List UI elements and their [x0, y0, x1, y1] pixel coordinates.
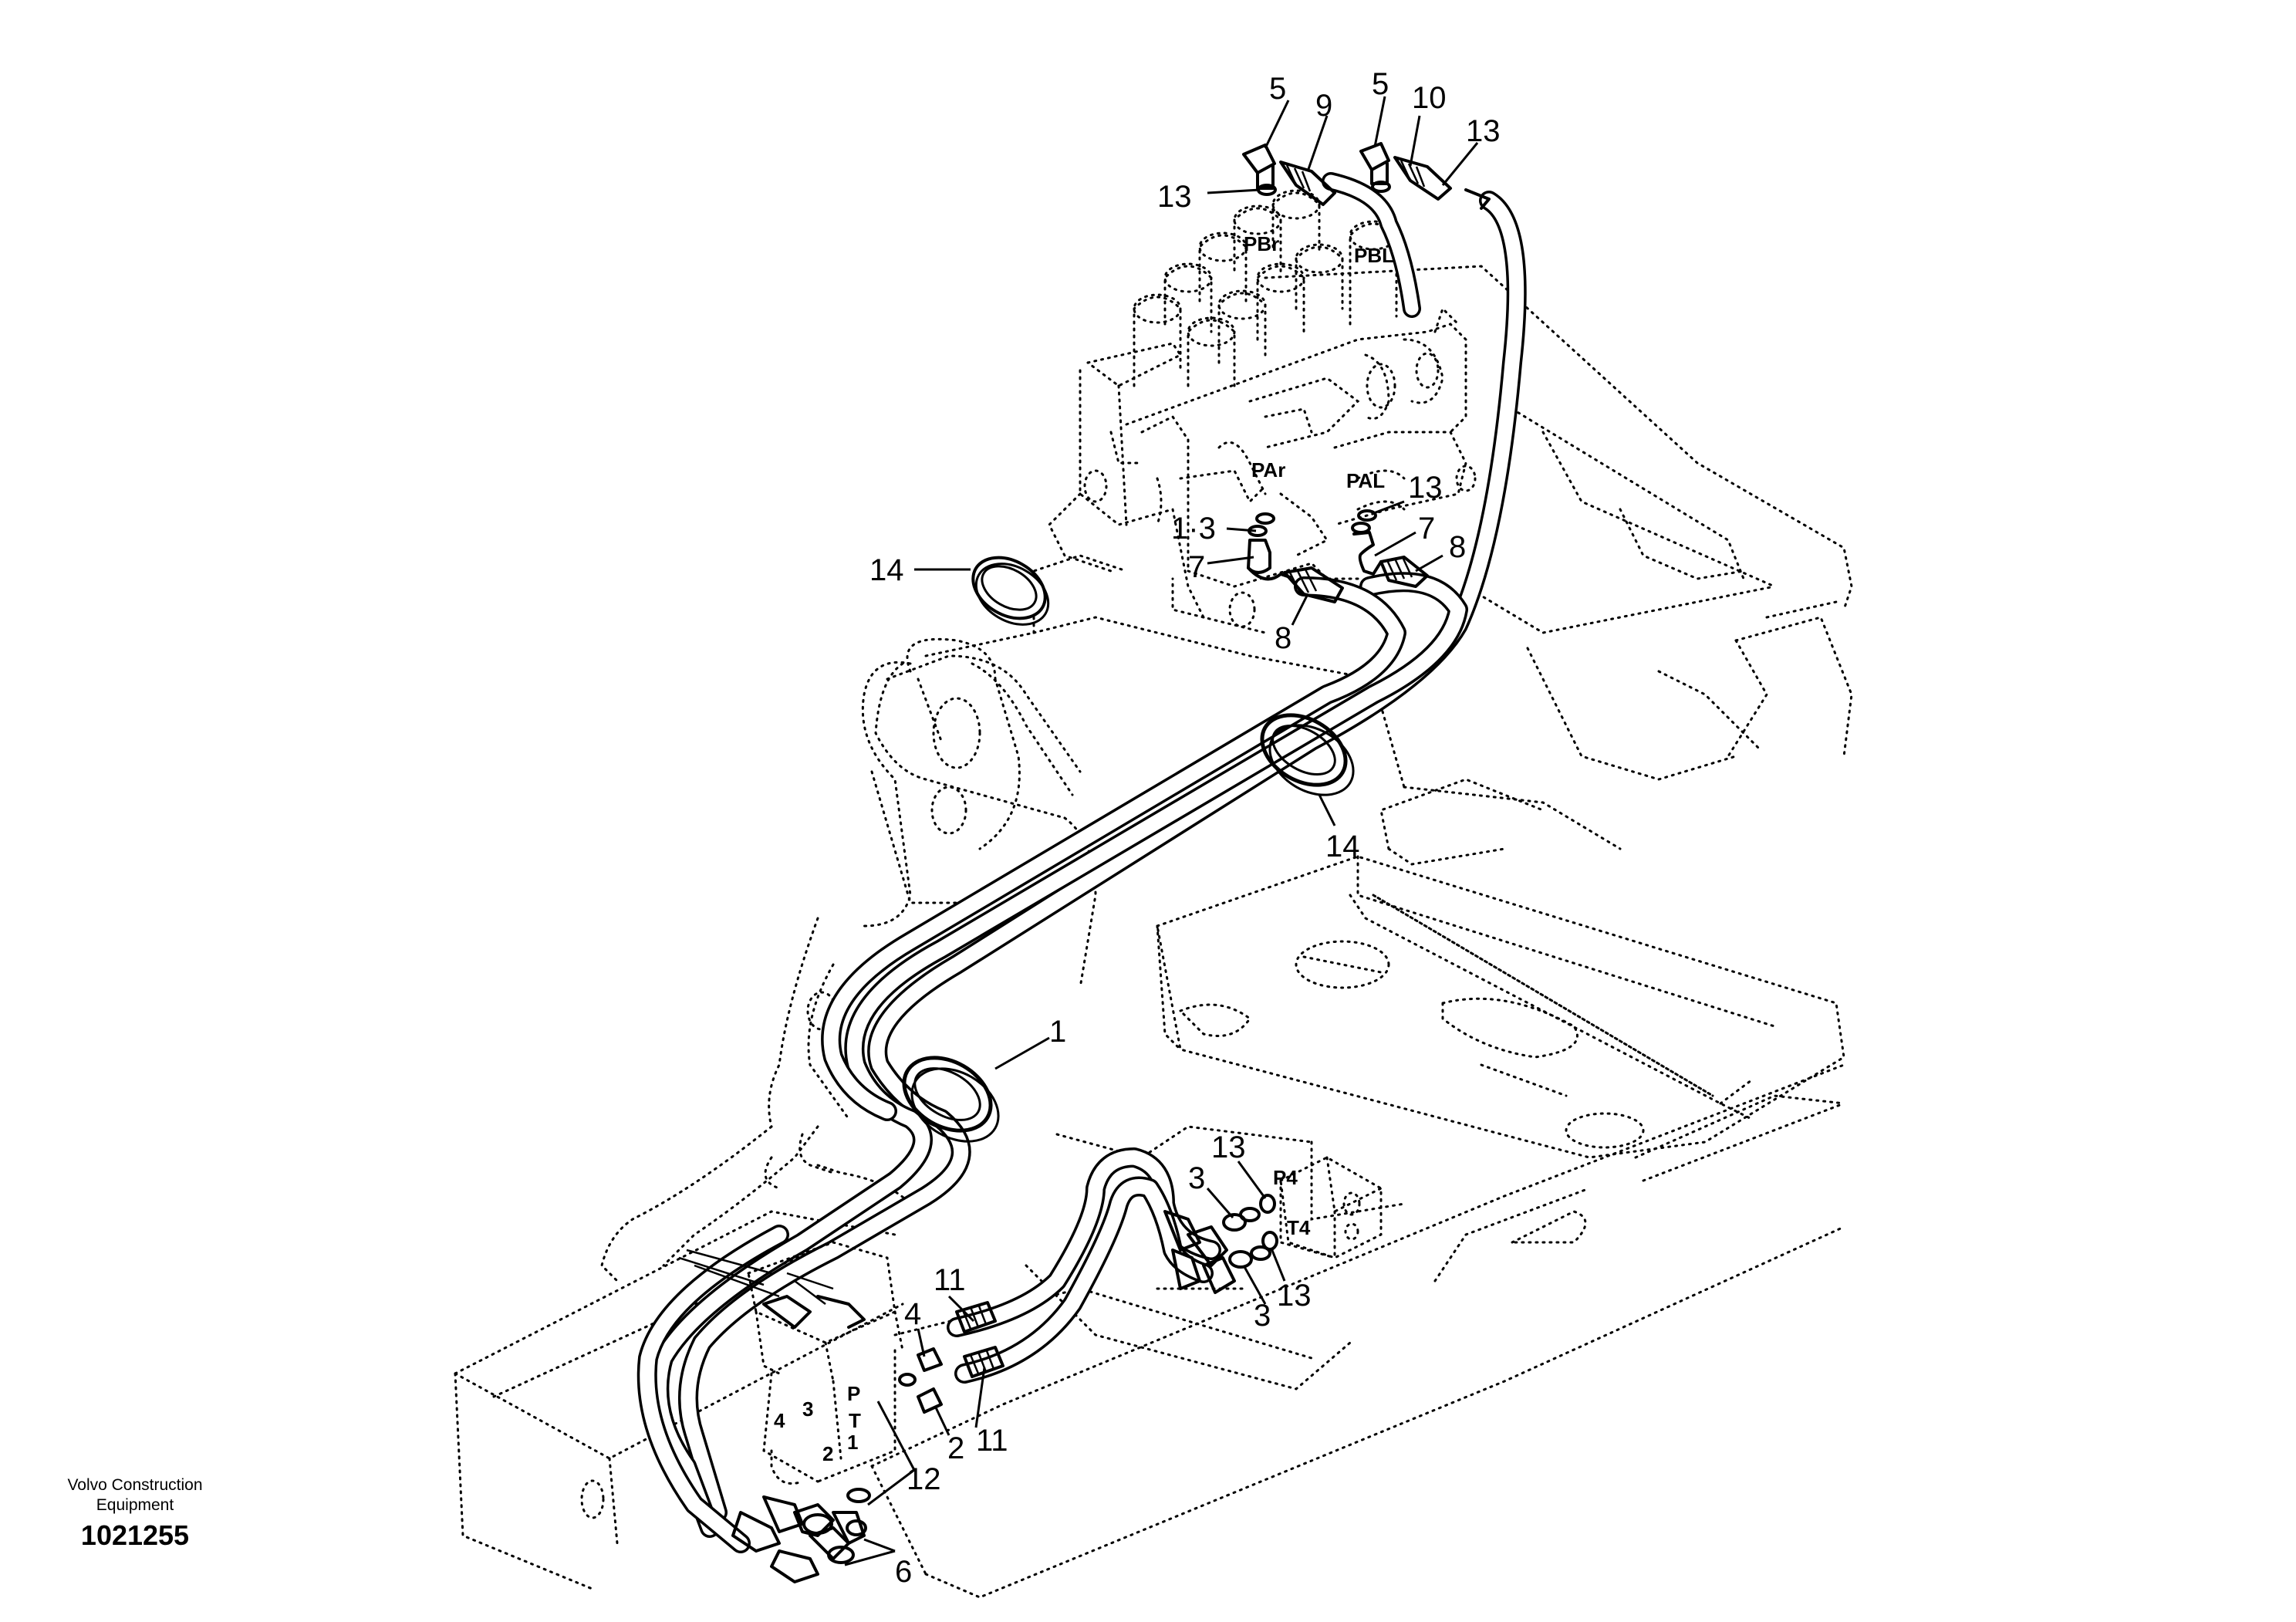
lower-valve-outline: [678, 1241, 904, 1485]
callout-6: 6: [895, 1555, 912, 1589]
hydraulic-hoses: [636, 172, 1527, 1553]
callout-14: 14: [869, 553, 904, 587]
callout-7: 7: [1188, 550, 1205, 584]
port-p: P: [847, 1382, 860, 1405]
valve-spool-caps: [1133, 189, 1398, 387]
counterweight-block-outline: [1156, 855, 1845, 1159]
grommet-1: [902, 1056, 1000, 1143]
fittings-mid: [1247, 531, 1429, 603]
drawing-number: 1021255: [80, 1519, 190, 1551]
callout-14: 14: [1325, 830, 1360, 863]
port-t4: T4: [1287, 1216, 1311, 1239]
callout-13: 1·3: [1171, 512, 1216, 546]
callout-9: 9: [1315, 89, 1332, 123]
callout-13: 13: [1466, 114, 1501, 148]
callout-3: 3: [1188, 1161, 1205, 1195]
callout-10: 10: [1412, 81, 1447, 115]
grommet-14-left: [971, 556, 1050, 626]
callout-8: 8: [1449, 530, 1466, 564]
leader-lines: [844, 96, 1479, 1566]
fittings-lower: [898, 1194, 1278, 1414]
callout-12: 12: [907, 1462, 941, 1496]
control-valve-outline: [1048, 306, 1477, 634]
port-3: 3: [802, 1397, 813, 1421]
callout-5: 5: [1269, 72, 1286, 106]
fittings-bottom: [731, 1488, 871, 1583]
callout-11: 11: [976, 1424, 1008, 1458]
callout-5: 5: [1372, 67, 1389, 101]
callout-labels: 5 9 5 10 13 13 13 1·3 7 7 8 8 14 14 1 13…: [869, 67, 1501, 1589]
callout-11: 11: [934, 1263, 966, 1297]
port-pal: PAL: [1346, 469, 1385, 492]
port-pbr: PBr: [1244, 232, 1279, 255]
callout-7: 7: [1418, 512, 1435, 546]
port-2: 2: [822, 1442, 833, 1465]
callout-13: 13: [1408, 471, 1443, 505]
callout-4: 4: [904, 1297, 921, 1331]
port-4: 4: [774, 1409, 785, 1432]
boom-bracket-outline: [600, 654, 1097, 1282]
port-par: PAr: [1251, 458, 1285, 482]
port-labels: PBr PBL PAr PAL P4 T4 P T 4 3 2 1: [774, 232, 1394, 1465]
callout-13: 13: [1277, 1279, 1312, 1313]
callout-13: 13: [1211, 1130, 1246, 1164]
callout-13: 13: [1157, 180, 1192, 214]
port-p4: P4: [1273, 1166, 1298, 1189]
callout-1: 1: [1049, 1015, 1066, 1049]
port-pbl: PBL: [1354, 244, 1394, 267]
upper-frame-outline: [906, 265, 1853, 866]
callout-3: 3: [1254, 1299, 1271, 1333]
fittings-upper: [1242, 142, 1491, 537]
port-1: 1: [847, 1431, 858, 1454]
brand-name-line2: Equipment: [96, 1496, 174, 1514]
port-t: T: [849, 1409, 861, 1432]
callout-2: 2: [947, 1431, 964, 1465]
p4-t4-block: [1279, 1156, 1383, 1259]
brand-name-line1: Volvo Construction: [67, 1476, 203, 1494]
callout-8: 8: [1275, 621, 1292, 655]
grommet-14-mid: [1260, 713, 1355, 796]
